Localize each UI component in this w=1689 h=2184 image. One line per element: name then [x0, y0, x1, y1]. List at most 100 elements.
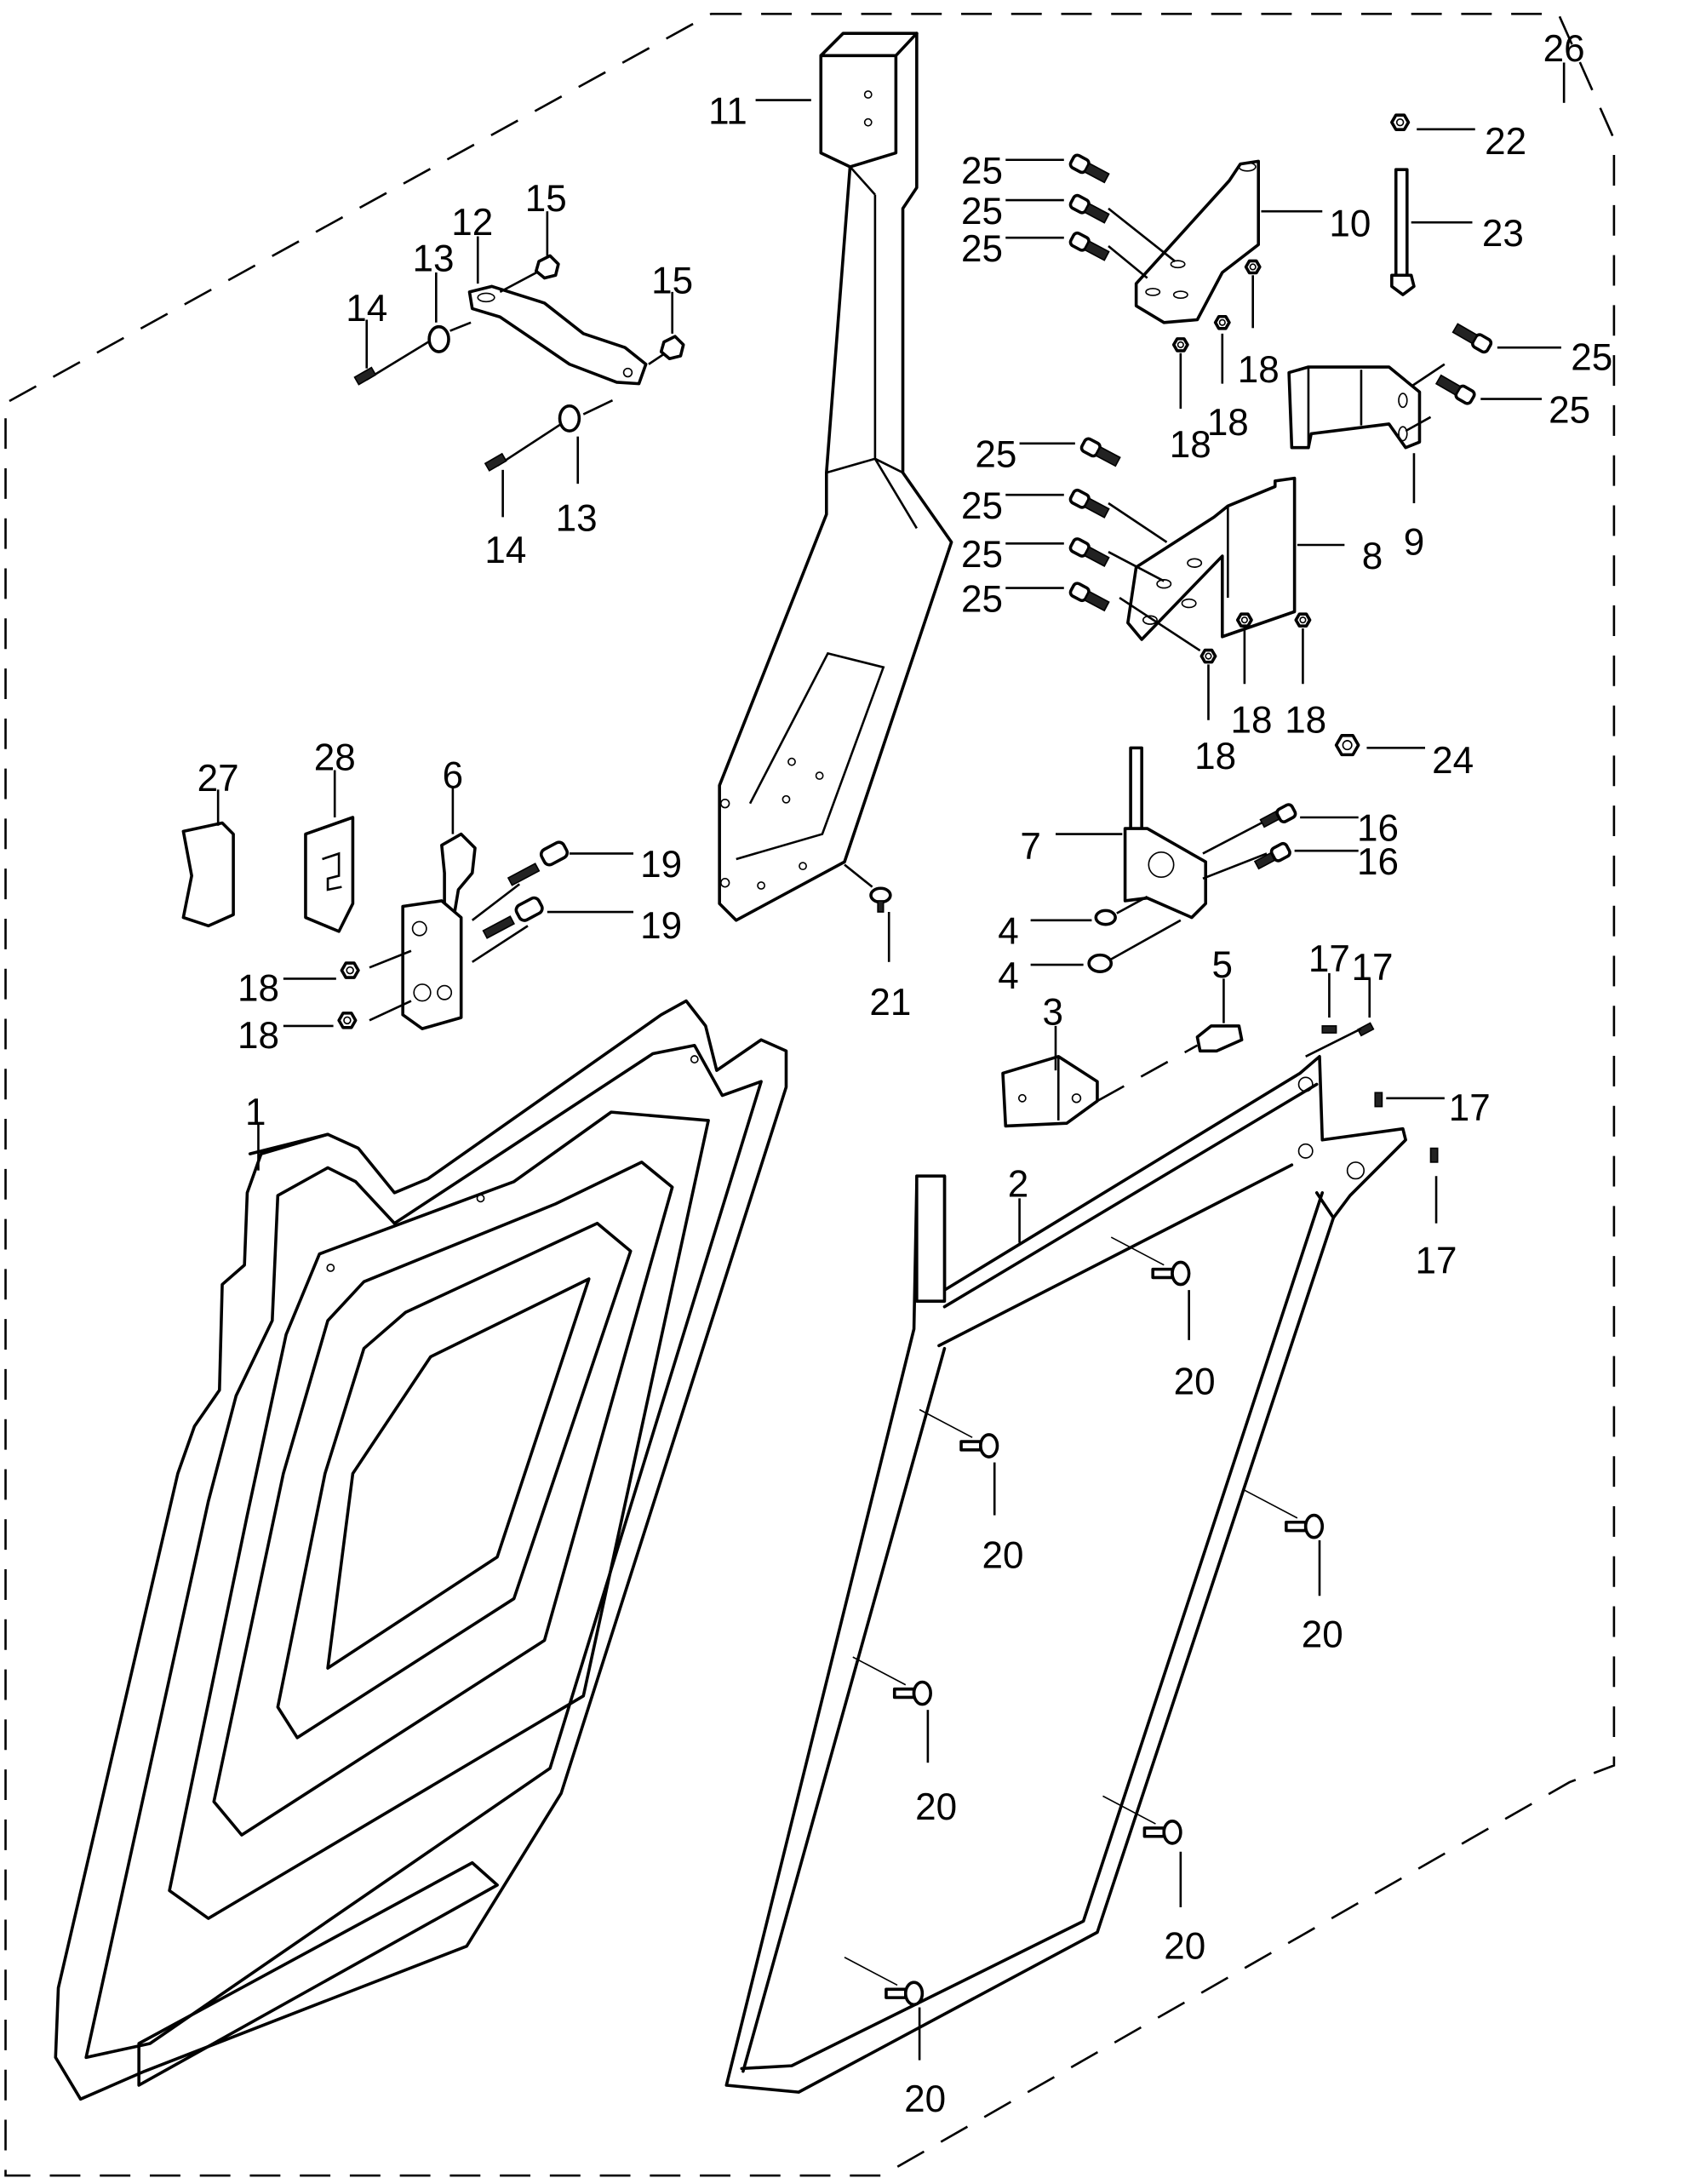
callout-hinge-pin-plate[interactable]: 7: [1020, 826, 1040, 868]
callout-bolt[interactable]: 25: [961, 534, 1003, 576]
lower-hinge[interactable]: [1126, 476, 1297, 641]
callout-screw[interactable]: 21: [869, 982, 911, 1023]
callout-nut[interactable]: 15: [525, 178, 567, 220]
callout-latch-cover[interactable]: 28: [314, 737, 356, 778]
hinge-bolts: [1068, 153, 1493, 652]
nut-icon: [337, 1012, 358, 1029]
callout-screw[interactable]: 17: [1308, 938, 1350, 980]
callout-bolt[interactable]: 25: [1549, 389, 1590, 431]
latch-handle[interactable]: [369, 832, 570, 1030]
callout-check-strap[interactable]: 12: [451, 202, 493, 244]
callout-screw[interactable]: 17: [1352, 947, 1394, 989]
rivet-icon: [1244, 1489, 1325, 1539]
nut-icon: [1390, 113, 1411, 131]
callout-bolt[interactable]: 19: [640, 905, 682, 947]
callout-bolt[interactable]: 14: [346, 288, 387, 330]
callout-bolt[interactable]: 16: [1357, 841, 1399, 883]
frame-rivets: [844, 1236, 1325, 2007]
leader-lines: [216, 62, 1566, 2061]
middle-hinge[interactable]: [1287, 365, 1422, 450]
bumper[interactable]: [181, 821, 235, 928]
check-strap[interactable]: [467, 284, 648, 386]
bolt-icon: [1079, 437, 1121, 467]
callout-screw[interactable]: 17: [1416, 1240, 1457, 1281]
callout-nut[interactable]: 18: [1231, 699, 1273, 741]
rivet-icon: [852, 1656, 932, 1706]
bolt-icon: [1068, 537, 1110, 567]
callout-door-frame[interactable]: 2: [1008, 1164, 1028, 1206]
callout-nut[interactable]: 18: [238, 1015, 279, 1057]
callout-rivet[interactable]: 20: [1302, 1614, 1343, 1656]
door-frame[interactable]: [724, 1055, 1407, 2094]
bolt-icon: [1434, 374, 1476, 405]
door-panel[interactable]: [54, 999, 788, 2101]
callout-bumper[interactable]: 27: [198, 758, 239, 800]
callout-upper-hinge[interactable]: 10: [1329, 203, 1371, 245]
callout-bolt[interactable]: 14: [484, 530, 526, 571]
bolt-icon: [1068, 153, 1110, 184]
bolt-icon: [1068, 193, 1110, 224]
callout-rivet[interactable]: 20: [1164, 1925, 1205, 1967]
hex-nuts: [337, 113, 1411, 1029]
callout-bolt[interactable]: 25: [961, 150, 1003, 192]
door-post[interactable]: [718, 32, 953, 922]
callout-bolt[interactable]: 25: [961, 578, 1003, 620]
callout-latch-handle[interactable]: 6: [443, 755, 463, 797]
nut-icon: [1171, 337, 1189, 353]
callout-assembly-boundary[interactable]: 26: [1543, 28, 1585, 70]
callout-bolt[interactable]: 25: [1571, 336, 1612, 378]
callout-rivet[interactable]: 20: [982, 1535, 1024, 1577]
callout-washer[interactable]: 4: [998, 911, 1018, 953]
striker-pin[interactable]: [1096, 1024, 1244, 1103]
callout-nut[interactable]: 15: [651, 260, 693, 301]
angle-bracket[interactable]: [1001, 1055, 1099, 1128]
callout-door-post[interactable]: 11: [708, 90, 747, 132]
callout-bolt[interactable]: 25: [961, 485, 1003, 527]
callout-spacer[interactable]: 13: [556, 498, 598, 540]
callout-rivet[interactable]: 20: [904, 2078, 946, 2120]
callout-nut[interactable]: 18: [1285, 699, 1326, 741]
upper-hinge[interactable]: [1134, 159, 1261, 324]
callout-nut[interactable]: 18: [1194, 736, 1236, 777]
callout-bolt[interactable]: 19: [640, 844, 682, 886]
bolt-icon: [1068, 582, 1110, 612]
callout-washer[interactable]: 4: [998, 955, 1018, 997]
callout-nut[interactable]: 18: [1238, 349, 1280, 391]
callout-middle-hinge[interactable]: 9: [1404, 521, 1424, 563]
latch-cover[interactable]: [304, 816, 355, 933]
callout-bolt[interactable]: 25: [961, 228, 1003, 270]
callout-bolt[interactable]: 25: [975, 434, 1016, 476]
nut-icon: [1294, 612, 1312, 628]
callout-flange-nut[interactable]: 24: [1432, 740, 1474, 782]
callout-rivet[interactable]: 20: [915, 1786, 957, 1828]
callout-rivet[interactable]: 20: [1174, 1361, 1216, 1403]
screw-21: [844, 863, 892, 913]
hinge-pin-plate[interactable]: [1087, 746, 1297, 974]
rivet-icon: [1102, 1795, 1182, 1845]
rivet-icon: [1110, 1236, 1191, 1287]
callout-bolt[interactable]: 16: [1357, 808, 1399, 850]
callout-screw[interactable]: 17: [1449, 1087, 1491, 1129]
callout-spacer[interactable]: 13: [413, 238, 455, 279]
assembly-boundary: [4, 13, 1616, 2177]
bolt-icon: [1068, 231, 1110, 261]
nut-icon: [1244, 259, 1262, 275]
callout-striker-pin[interactable]: 5: [1212, 944, 1233, 986]
callout-lower-hinge[interactable]: 8: [1362, 536, 1383, 577]
nut-icon: [340, 961, 360, 979]
callout-long-bolt[interactable]: 23: [1482, 213, 1524, 255]
nut-icon: [1334, 734, 1360, 757]
callout-bolt[interactable]: 25: [961, 191, 1003, 232]
callout-door-panel[interactable]: 1: [245, 1092, 266, 1133]
fasteners-strap: [353, 254, 685, 472]
callout-nut[interactable]: 22: [1485, 121, 1526, 163]
nut-icon: [1199, 648, 1217, 664]
callout-nut[interactable]: 18: [238, 967, 279, 1009]
callout-angle-bracket[interactable]: 3: [1042, 991, 1062, 1033]
callout-nut[interactable]: 18: [1170, 424, 1211, 466]
bolt-icon: [1451, 323, 1493, 354]
callout-nut[interactable]: 18: [1207, 402, 1249, 444]
